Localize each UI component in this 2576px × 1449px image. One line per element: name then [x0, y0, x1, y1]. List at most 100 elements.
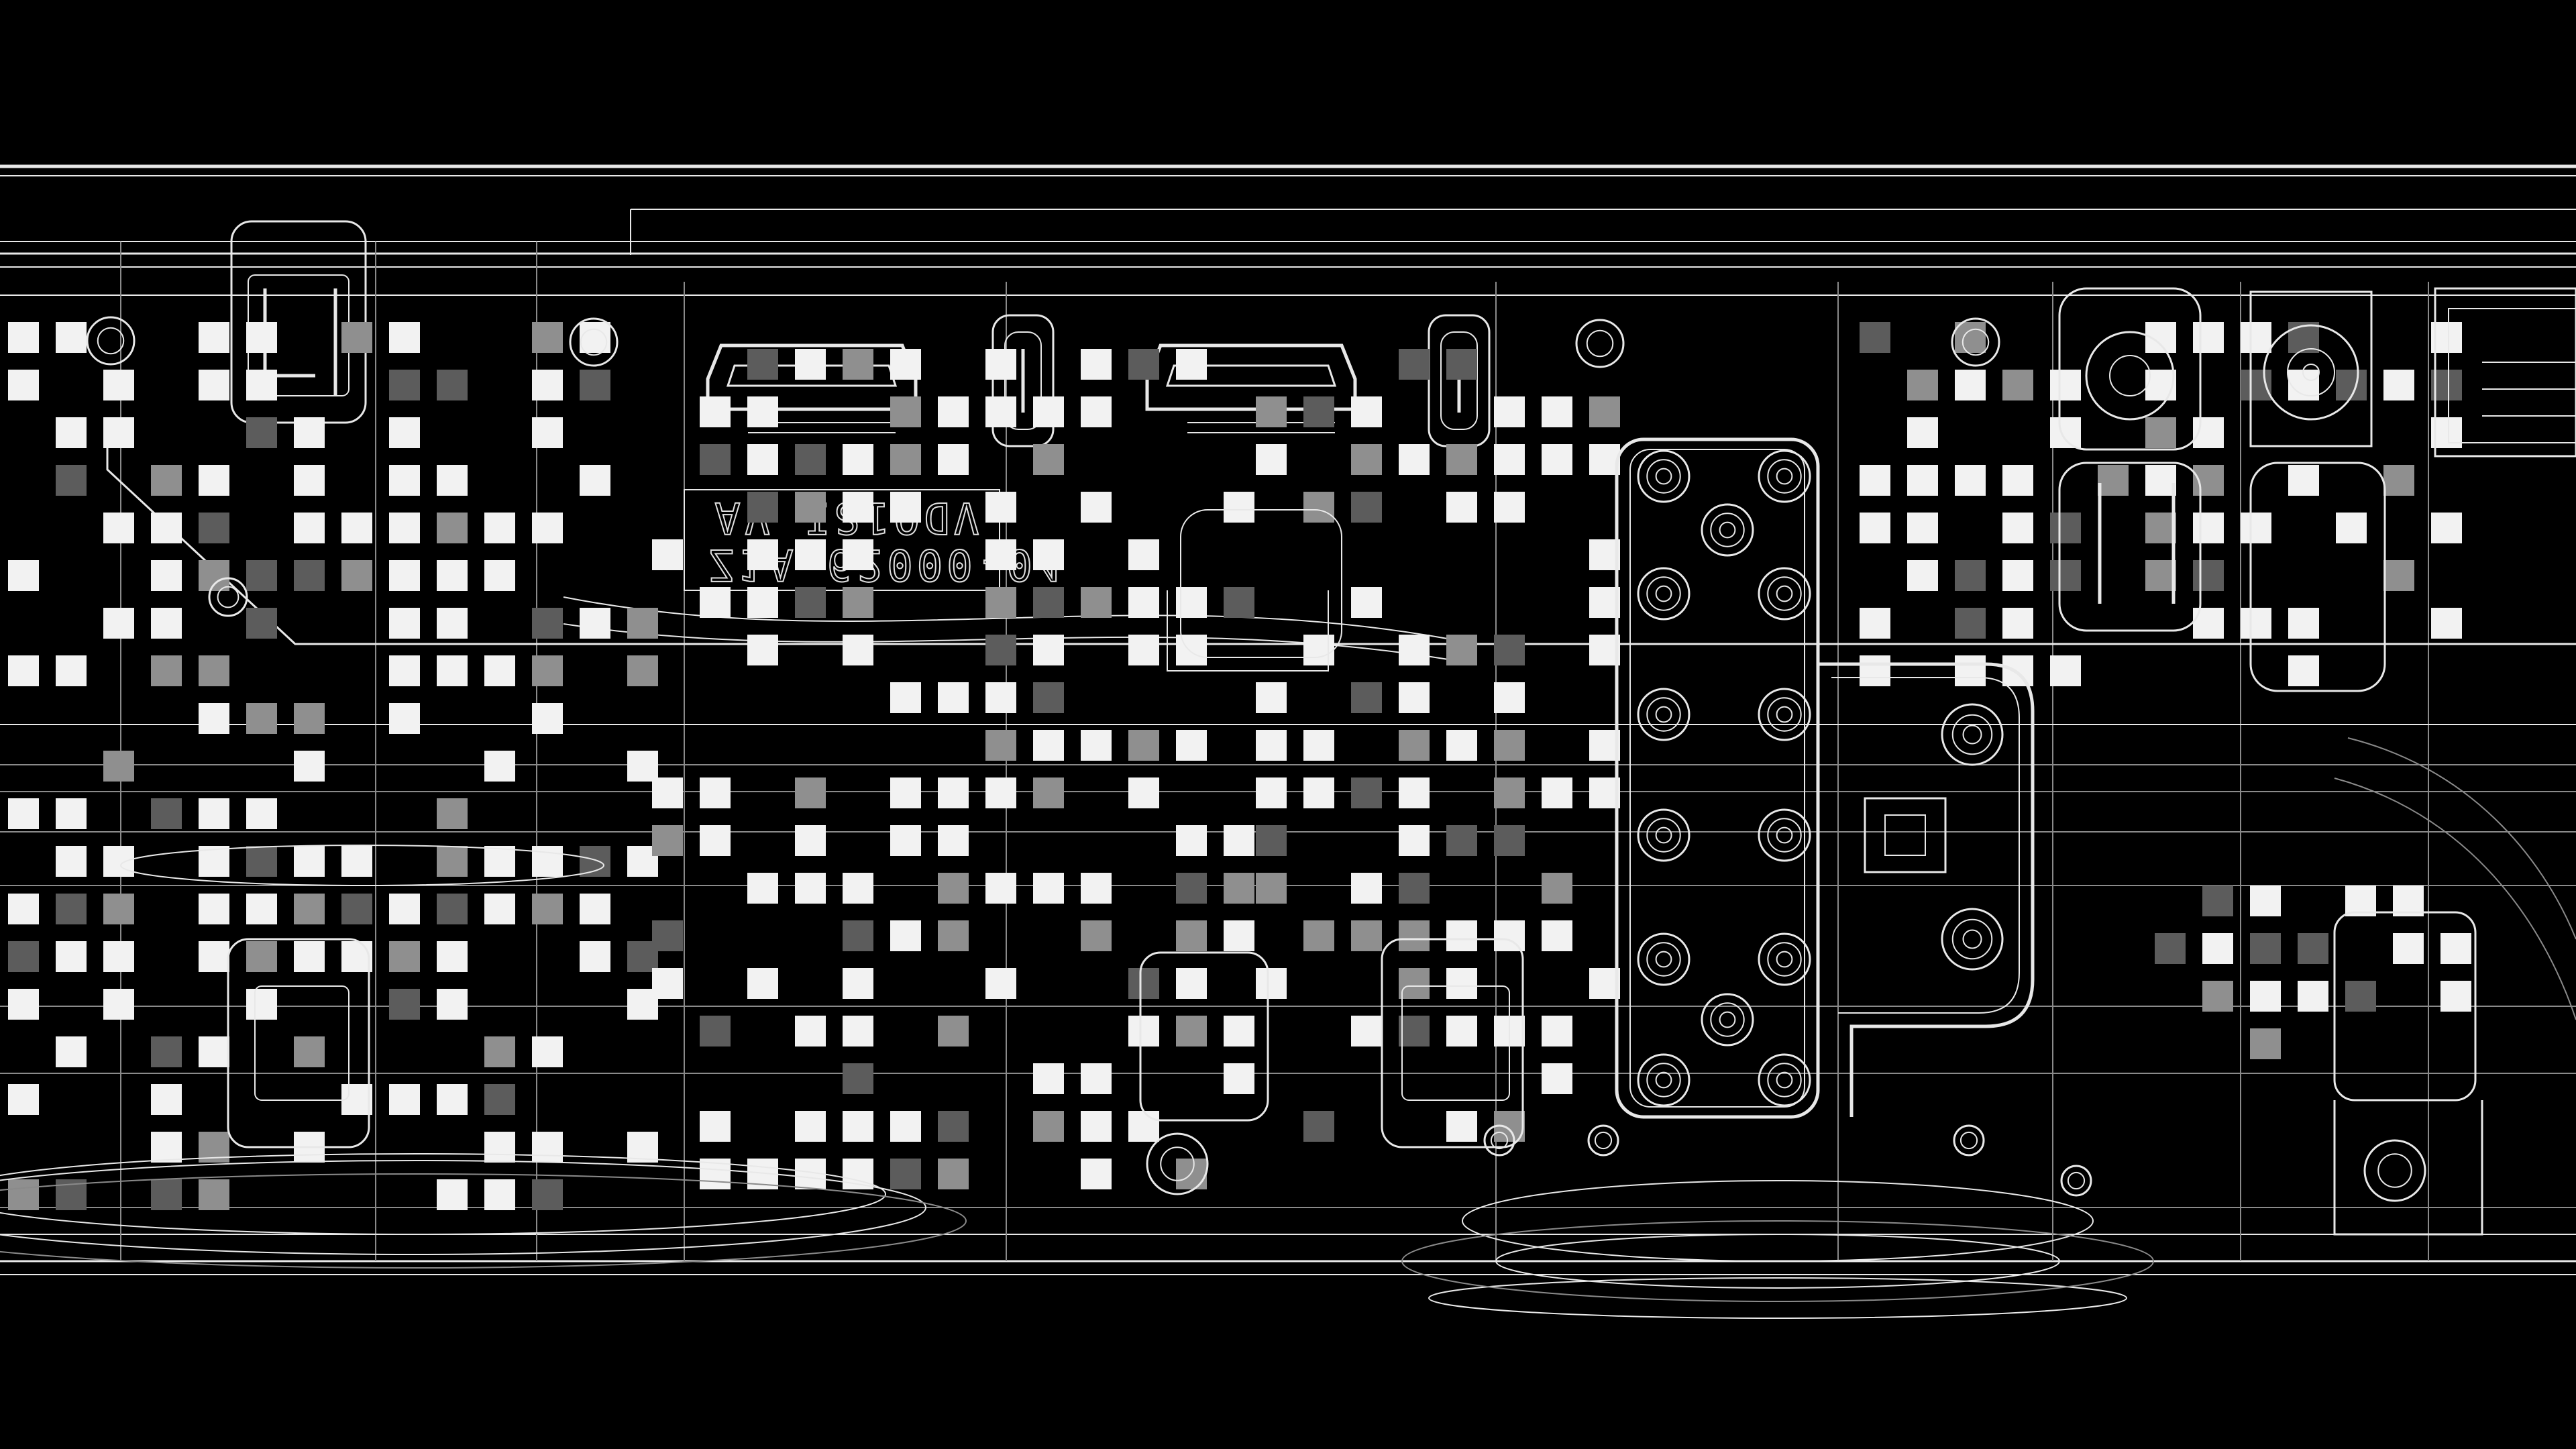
pad-square [1351, 396, 1382, 427]
screw-icon [1953, 1124, 1985, 1157]
pad-square [700, 444, 731, 475]
pad-square [1399, 730, 1430, 761]
pad-square [484, 1036, 515, 1067]
pad-square [938, 920, 969, 951]
pad-square [532, 1036, 563, 1067]
coax-connector-icon [1637, 449, 1690, 503]
coax-connector-block [1615, 437, 2035, 1119]
pad-square [56, 465, 87, 496]
pad-square [2155, 933, 2186, 964]
screw-icon [1587, 1124, 1619, 1157]
pad-square [389, 894, 420, 924]
coax-connector-icon [1758, 1053, 1811, 1107]
pad-square [2298, 933, 2328, 964]
pad-square [843, 920, 873, 951]
coax-connector-icon [1941, 703, 2004, 766]
pad-square [437, 465, 468, 496]
pad-square [484, 1179, 515, 1210]
pad-square [1033, 777, 1064, 808]
pad-square [199, 655, 229, 686]
pad-square [484, 1132, 515, 1163]
pad-square [2002, 513, 2033, 543]
pad-square [795, 825, 826, 856]
board-traces [0, 241, 2576, 1261]
pad-square [2050, 513, 2081, 543]
pad-square [747, 587, 778, 618]
pad-square [294, 941, 325, 972]
pad-square [1128, 539, 1159, 570]
pad-square [1542, 920, 1572, 951]
screw-icon [1575, 319, 1625, 368]
pad-square [1399, 920, 1430, 951]
coax-connector-icon [1701, 503, 1754, 557]
pad-square [938, 396, 969, 427]
pad-square [795, 873, 826, 904]
pad-square [532, 608, 563, 639]
pad-square [2288, 655, 2319, 686]
pad-square [341, 322, 372, 353]
usb-c-port-icon [991, 314, 1055, 447]
pad-square [938, 444, 969, 475]
pad-square [1399, 1016, 1430, 1046]
pad-square [2431, 322, 2462, 353]
pad-square [199, 560, 229, 591]
pad-square [199, 1036, 229, 1067]
pad-square [294, 513, 325, 543]
pad-square [532, 1132, 563, 1163]
pad-square [389, 560, 420, 591]
pad-square [1542, 777, 1572, 808]
pad-square [843, 1063, 873, 1094]
pad-square [484, 751, 515, 782]
pad-square [747, 968, 778, 999]
coax-connector-icon [1637, 1053, 1690, 1107]
pad-square [1176, 1016, 1207, 1046]
pad-square [890, 825, 921, 856]
pad-square [2288, 465, 2319, 496]
pad-square [652, 920, 683, 951]
pad-square [2431, 608, 2462, 639]
pad-square [2298, 981, 2328, 1012]
pad-square [1256, 444, 1287, 475]
screw-icon [86, 316, 136, 366]
pad-square [1128, 349, 1159, 380]
pad-square [1033, 635, 1064, 665]
pad-square [389, 1084, 420, 1115]
pad-square [389, 465, 420, 496]
pad-square [985, 635, 1016, 665]
pad-square [985, 777, 1016, 808]
pad-square [1589, 730, 1620, 761]
pad-square [1907, 465, 1938, 496]
pad-square [151, 513, 182, 543]
pad-square [2193, 465, 2224, 496]
pad-square [437, 655, 468, 686]
pad-square [938, 825, 969, 856]
pad-square [199, 322, 229, 353]
pad-square [246, 798, 277, 829]
screw-icon [1483, 1124, 1515, 1157]
pad-square [532, 370, 563, 400]
pad-square [1446, 444, 1477, 475]
pad-square [1494, 825, 1525, 856]
pad-square [437, 1084, 468, 1115]
pad-square [103, 417, 134, 448]
pad-square [1542, 396, 1572, 427]
pad-square [1955, 655, 1986, 686]
pad-square [151, 465, 182, 496]
pad-square [103, 513, 134, 543]
pad-square [1446, 635, 1477, 665]
pad-square [2345, 885, 2376, 916]
pad-square [2431, 370, 2462, 400]
pad-square [1494, 920, 1525, 951]
pad-square [389, 941, 420, 972]
pad-square [2383, 465, 2414, 496]
pad-square [294, 751, 325, 782]
pad-square [1303, 730, 1334, 761]
pad-square [985, 349, 1016, 380]
pad-square [1589, 539, 1620, 570]
pad-square [2241, 513, 2271, 543]
audio-jack-1 [2058, 287, 2202, 632]
pad-square [1955, 560, 1986, 591]
pad-square [1494, 730, 1525, 761]
pad-square [56, 417, 87, 448]
pad-square [938, 682, 969, 713]
